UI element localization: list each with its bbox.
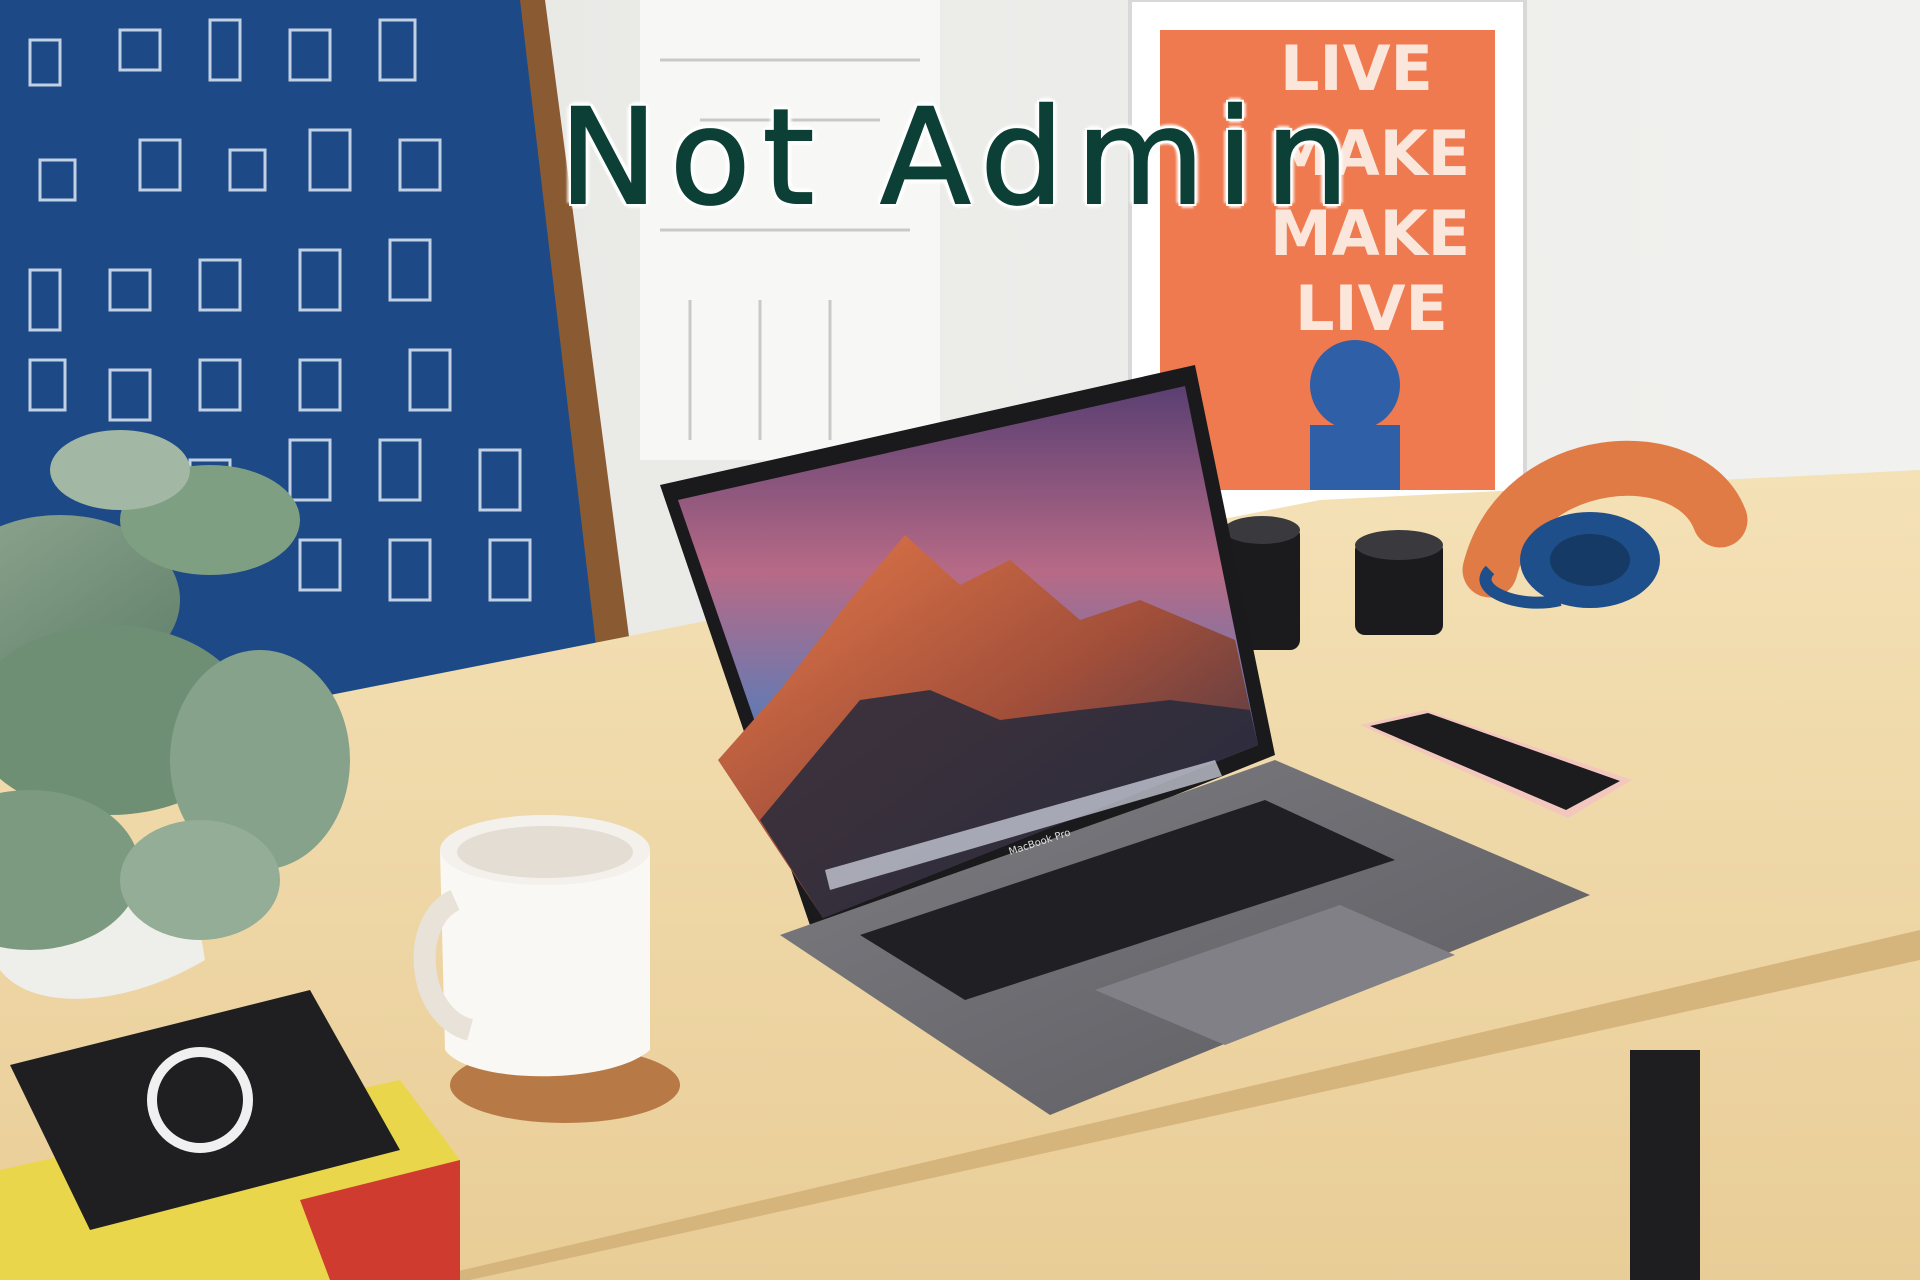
mug-icon [413,815,680,1123]
poster-line-1: LIVE [1280,32,1433,105]
poster-line-3: MAKE [1270,197,1470,270]
plant-icon [0,430,350,999]
laptop-dock [825,760,1222,890]
desk-edge [420,930,1920,1280]
laptop-keyboard [860,800,1395,1000]
poster-line-4: LIVE [1295,272,1448,345]
book-cover-ring-icon [147,1047,253,1153]
poster-line-2: MAKE [1270,117,1470,190]
laptop-trackpad [1095,905,1455,1045]
poster-character-head-icon [1310,340,1400,430]
desk-leg [1630,1050,1700,1280]
overlay-headline: Not Admin [558,81,1361,235]
sketch-paper [640,0,940,460]
smartphone-icon [1360,710,1632,818]
laptop-icon: MacBook Pro [660,365,1590,1115]
book-icon [0,990,460,1280]
headphones-icon [1462,440,1748,609]
